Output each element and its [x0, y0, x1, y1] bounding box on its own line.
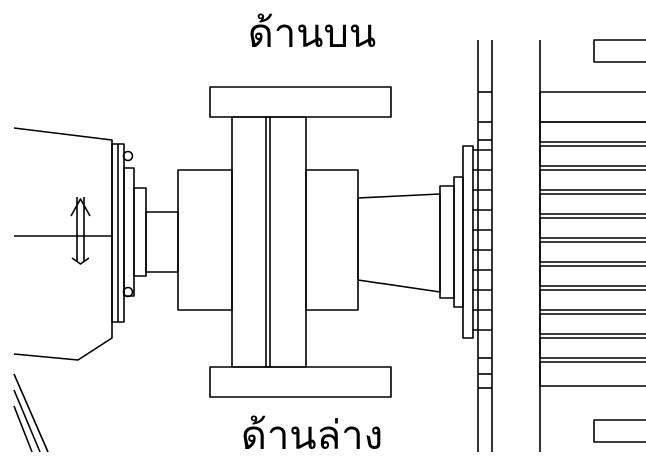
label-top: ด้านบน [247, 11, 377, 57]
top-clearance-block [209, 86, 392, 118]
label-bottom: ด้านล่าง [240, 413, 384, 459]
coupling-flange-right [269, 116, 307, 368]
bottom-clearance-block [209, 366, 392, 398]
motor-flange [439, 145, 474, 339]
coupling-hub-left [177, 169, 233, 311]
right-shaft [357, 193, 441, 293]
gearbox-base-hatch [13, 373, 49, 453]
coupling-flange-left [231, 116, 267, 368]
motor-body [473, 40, 541, 452]
gearbox-flange [111, 143, 147, 323]
coupling-hub-right [305, 169, 359, 311]
coupling [177, 116, 359, 368]
left-shaft [145, 211, 179, 273]
gearbox-housing [13, 127, 113, 361]
up-arrow-icon [70, 197, 91, 265]
cooling-fins [539, 39, 646, 443]
